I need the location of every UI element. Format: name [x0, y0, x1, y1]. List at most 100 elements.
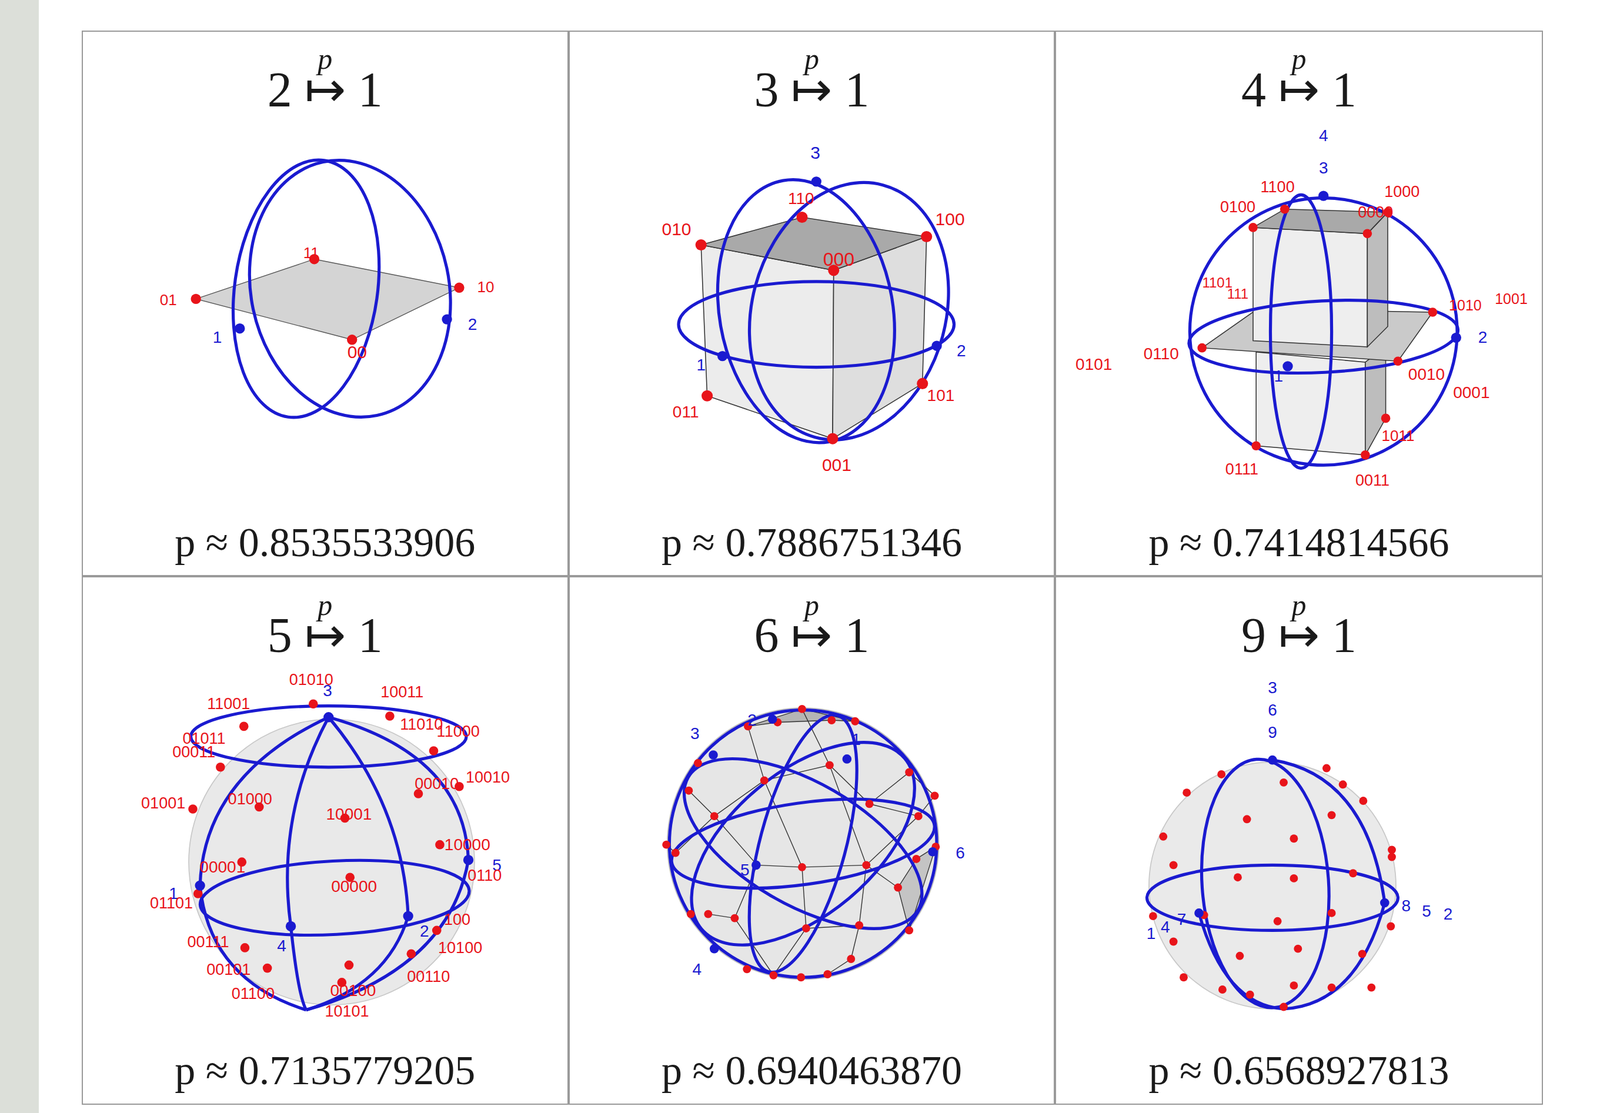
- bit-string-label: 0110: [467, 867, 502, 884]
- bit-string-label: 0010: [1408, 366, 1445, 383]
- callout-number: 1: [1274, 368, 1284, 385]
- callout-number: 2: [1478, 329, 1488, 346]
- callout-number: 2: [956, 342, 967, 360]
- bit-string-label: 01001: [141, 795, 186, 811]
- bit-string-label: 11: [303, 245, 320, 261]
- callout-number: 6: [955, 844, 965, 862]
- arrow-label: p: [317, 42, 333, 76]
- bit-string-label: 11000: [436, 723, 480, 740]
- bit-string-label: 1011: [1381, 428, 1415, 444]
- bit-string-label: 01010: [289, 671, 334, 688]
- bit-string-label: 1000: [1384, 184, 1420, 200]
- sphere-figure: [1147, 755, 1399, 1012]
- callout-number: 1: [851, 731, 861, 748]
- bit-string-label: 00011: [172, 743, 216, 760]
- bit-string-label: 01000: [228, 790, 273, 807]
- bit-string-label: 10011: [380, 683, 424, 700]
- probability-value: p ≈ 0.7886751346: [569, 518, 1055, 568]
- panel-cell: 5 ↦ 1pp ≈ 0.7135779205: [81, 576, 569, 1105]
- bit-string-label: 0110: [1143, 345, 1179, 363]
- bit-string-label: 100: [935, 210, 965, 229]
- bit-string-label: 1101: [1201, 275, 1233, 290]
- callout-number: 1: [212, 329, 223, 346]
- bit-string-label: 0011: [1355, 472, 1390, 489]
- arrow-label: p: [1291, 42, 1307, 76]
- arrow-label: p: [1291, 589, 1307, 622]
- probability-value: p ≈ 0.6568927813: [1056, 1046, 1542, 1096]
- probability-value: p ≈ 0.7414814566: [1056, 518, 1542, 568]
- tesseract-figure: [1187, 190, 1462, 469]
- callout-number: 1: [168, 885, 179, 903]
- bit-string-label: 10001: [326, 806, 373, 823]
- bit-string-label: 00100: [329, 982, 376, 1000]
- bit-string-label: 10010: [465, 769, 510, 786]
- bit-string-label: 0101: [1075, 356, 1112, 373]
- callout-number: 5: [492, 857, 502, 874]
- bit-string-label: 111: [1227, 286, 1249, 302]
- bit-string-label: 11001: [206, 696, 250, 713]
- bit-string-label: 01: [159, 292, 177, 308]
- panel-cell: 6 ↦ 1pp ≈ 0.6940463870: [568, 576, 1056, 1105]
- sphere-figure: [188, 699, 475, 1010]
- bit-string-label: 01100: [231, 986, 275, 1002]
- panel-cell: 9 ↦ 1pp ≈ 0.6568927813: [1054, 576, 1543, 1105]
- probability-value: p ≈ 0.8535533906: [82, 518, 568, 568]
- callout-number: 5: [1421, 903, 1432, 920]
- callout-number: 3: [690, 725, 700, 743]
- callout-number: 4: [1160, 919, 1171, 936]
- bit-string-label: 101: [927, 387, 955, 404]
- bit-string-label: 10: [477, 279, 495, 295]
- bit-string-label: 0100: [1220, 199, 1256, 216]
- probability-value: p ≈ 0.6940463870: [569, 1046, 1055, 1096]
- bit-string-label: 10101: [324, 1003, 369, 1020]
- callout-number: 4: [276, 937, 287, 955]
- callout-number: 2: [747, 712, 757, 729]
- bit-string-label: 00001: [199, 859, 246, 876]
- bit-string-label: 00: [347, 343, 367, 362]
- callout-number: 1: [696, 356, 706, 374]
- bit-string-label: 01101: [149, 894, 193, 911]
- bit-string-label: 100: [443, 911, 471, 928]
- panel-cell: 4 ↦ 1pp ≈ 0.7414814566: [1054, 30, 1543, 577]
- callout-number: 3: [1318, 159, 1329, 177]
- square-figure: [191, 141, 474, 436]
- callout-number: 1: [1146, 925, 1157, 943]
- bit-string-label: 110: [787, 190, 815, 207]
- bit-string-label: 000: [823, 249, 855, 269]
- bit-string-label: 0111: [1225, 461, 1259, 478]
- callout-number: 4: [692, 961, 702, 978]
- arrow-label: p: [804, 589, 820, 622]
- bit-string-label: 1001: [1494, 291, 1528, 307]
- bit-string-label: 011: [672, 403, 700, 421]
- callout-number: 3: [810, 144, 821, 162]
- arrow-label: p: [317, 589, 333, 622]
- bit-string-label: 00110: [406, 968, 450, 985]
- callout-number: 7: [1177, 911, 1187, 928]
- bit-string-label: 001: [822, 456, 852, 474]
- bit-string-label: 1010: [1448, 297, 1482, 313]
- bit-string-label: 10100: [438, 940, 483, 957]
- bit-string-label: 10000: [444, 836, 491, 854]
- bit-string-label: 00000: [331, 878, 377, 895]
- callout-number: 2: [468, 316, 478, 333]
- polyhedron-figure: [655, 703, 951, 984]
- callout-number: 8: [1401, 897, 1411, 915]
- bit-string-label: 00111: [186, 933, 229, 950]
- callout-number: 6: [1267, 702, 1278, 719]
- bit-string-label: 00101: [206, 961, 251, 978]
- panel-cell: 2 ↦ 1pp ≈ 0.8535533906: [81, 30, 569, 577]
- callout-number: 5: [740, 862, 750, 879]
- callout-number: 2: [1443, 906, 1453, 923]
- callout-number: 3: [1267, 679, 1278, 697]
- bit-string-label: 00010: [414, 775, 459, 792]
- probability-value: p ≈ 0.7135779205: [82, 1046, 568, 1096]
- bit-string-label: 0001: [1452, 384, 1490, 402]
- callout-number: 9: [1267, 724, 1278, 741]
- callout-number: 4: [1318, 127, 1329, 145]
- callout-number: 3: [322, 682, 333, 700]
- cube-figure: [678, 159, 977, 463]
- bit-string-label: 1100: [1260, 178, 1295, 195]
- callout-number: 2: [419, 923, 430, 940]
- bit-string-label: 01011: [182, 730, 226, 747]
- bit-string-label: 11010: [399, 716, 443, 733]
